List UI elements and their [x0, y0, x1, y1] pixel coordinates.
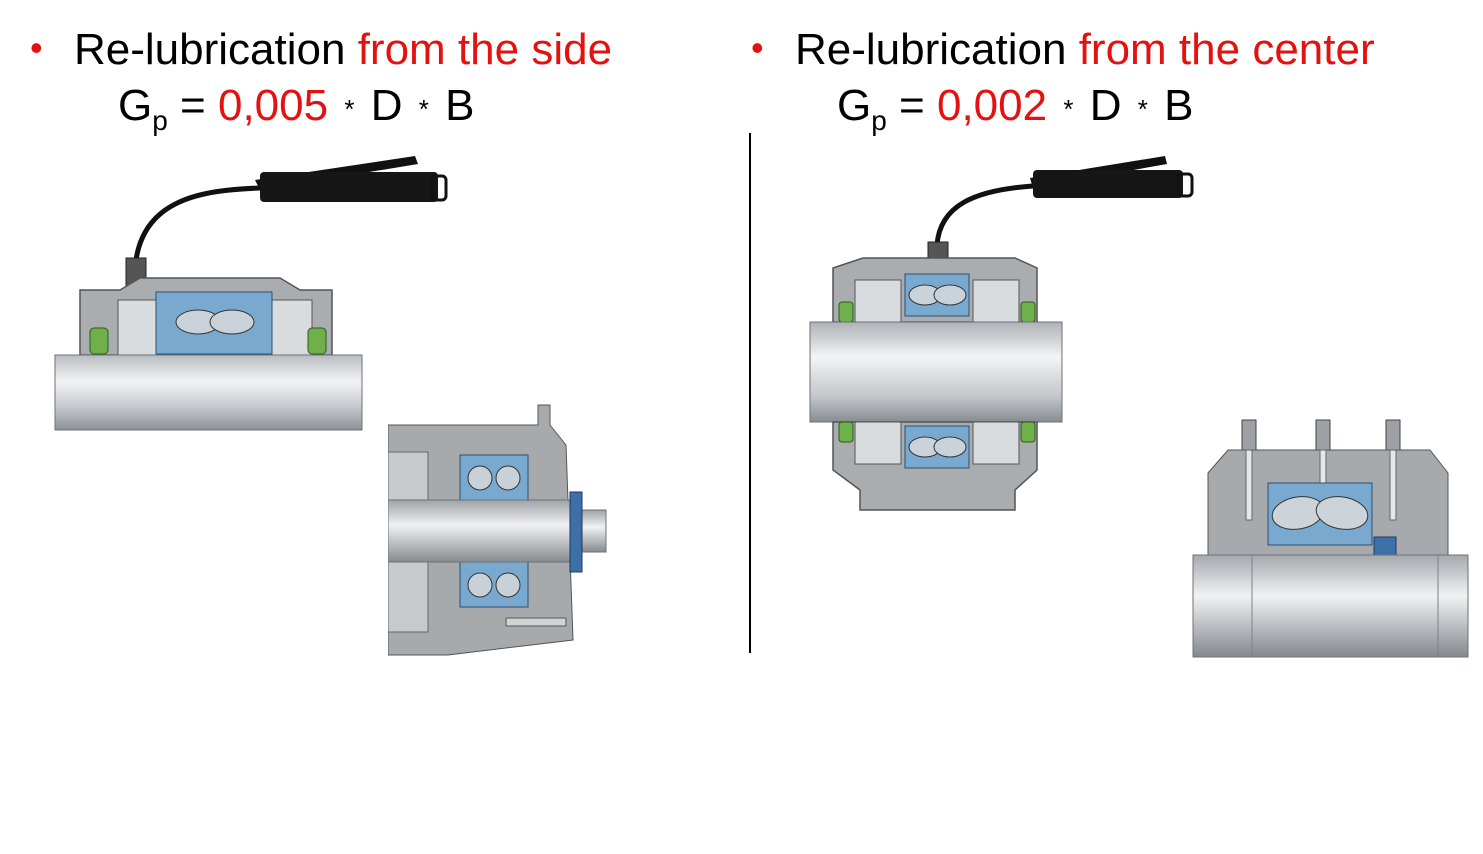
right-heading: • Re-lubrication from the center — [751, 22, 1375, 76]
left-formula-op1: * — [344, 94, 355, 124]
left-heading: • Re-lubrication from the side — [30, 22, 612, 76]
right-formula-op2: * — [1137, 94, 1148, 124]
right-formula-equals: = — [899, 81, 925, 130]
center-lubrication-housing-illustration — [809, 156, 1194, 511]
left-formula-var1: D — [370, 81, 403, 130]
left-formula-coefficient: 0,005 — [217, 81, 329, 130]
left-formula-op2: * — [418, 94, 429, 124]
left-formula-equals: = — [180, 81, 206, 130]
left-title-prefix: Re-lubrication — [74, 25, 346, 74]
center-lubrication-roller-bearing-section — [1192, 419, 1469, 658]
right-formula-var2: B — [1164, 81, 1194, 130]
left-title-accent: from the side — [357, 25, 613, 74]
side-lubrication-ball-bearing-section — [388, 404, 607, 656]
column-divider — [749, 133, 751, 653]
left-bullet: • — [30, 27, 43, 68]
right-formula-lhs-sub: p — [871, 105, 887, 136]
right-formula-coefficient: 0,002 — [936, 81, 1048, 130]
right-title-prefix: Re-lubrication — [795, 25, 1067, 74]
right-title-accent: from the center — [1078, 25, 1375, 74]
left-formula: Gp = 0,005 * D * B — [118, 80, 474, 135]
right-formula-var1: D — [1089, 81, 1122, 130]
right-formula: Gp = 0,002 * D * B — [837, 80, 1193, 135]
left-formula-lhs: G — [118, 81, 153, 130]
right-bullet: • — [751, 27, 764, 68]
left-formula-var2: B — [445, 81, 475, 130]
right-formula-op1: * — [1063, 94, 1074, 124]
left-formula-lhs-sub: p — [152, 105, 168, 136]
side-lubrication-housing-illustration — [54, 156, 448, 431]
right-formula-lhs: G — [837, 81, 872, 130]
